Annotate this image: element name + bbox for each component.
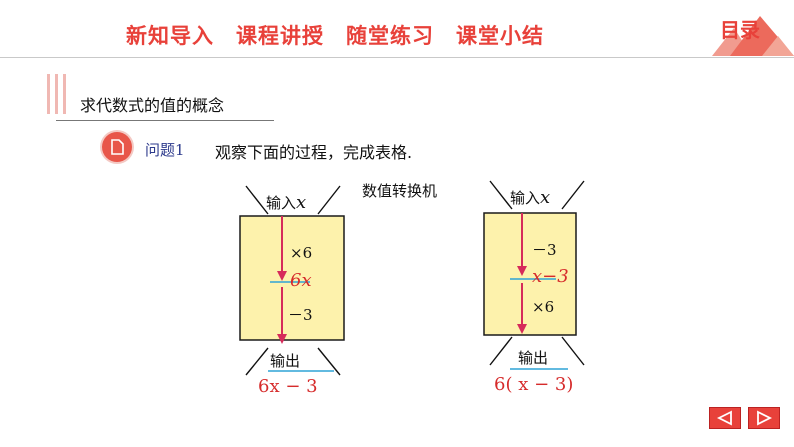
machine-left-input: 输入x: [266, 192, 307, 213]
machine-right-frame: [483, 180, 585, 370]
machine-right-input: 输入x: [510, 187, 551, 208]
toc-label: 目录: [720, 18, 760, 42]
machine-left-frame: [239, 185, 345, 376]
question-text: 观察下面的过程，完成表格.: [215, 143, 413, 162]
toc-button[interactable]: 目录: [712, 6, 794, 56]
machine-right-op2: ×6: [532, 298, 555, 316]
machine-left-output: 输出: [270, 352, 301, 370]
header-nav: 新知导入 课程讲授 随堂练习 课堂小结: [126, 20, 544, 50]
machine-right: 输入x －3 x−3 ×6 输出 6( x − 3): [482, 175, 592, 400]
machine-left-op2: －3: [288, 306, 313, 324]
section-underline: [56, 120, 274, 121]
machine-right-op1: －3: [532, 241, 557, 259]
nav-item-summary[interactable]: 课堂小结: [456, 24, 544, 48]
mountain-icon: [712, 16, 794, 56]
nav-item-lecture[interactable]: 课程讲授: [236, 24, 324, 48]
section-title: 求代数式的值的概念: [80, 96, 225, 115]
section-marker: [47, 74, 69, 114]
machine-right-output: 输出: [518, 349, 549, 367]
document-icon: [102, 132, 132, 162]
machine-left-result: 6x − 3: [258, 376, 318, 397]
machine-left-op1: ×6: [290, 244, 313, 262]
machine-label: 数值转换机: [362, 182, 438, 200]
next-page-button[interactable]: [748, 407, 780, 429]
question-label: 问题1: [145, 141, 185, 159]
machine-left: 输入x ×6 6x －3 输出 6x − 3: [238, 180, 348, 397]
machine-right-mid: x−3: [532, 266, 569, 287]
triangle-right-icon: [757, 410, 773, 426]
machine-left-mid: 6x: [290, 270, 312, 291]
prev-page-button[interactable]: [709, 407, 741, 429]
nav-item-intro[interactable]: 新知导入: [126, 24, 214, 48]
header-divider: [0, 57, 794, 58]
nav-item-practice[interactable]: 随堂练习: [346, 24, 434, 48]
triangle-left-icon: [716, 410, 732, 426]
machine-right-result: 6( x − 3): [494, 374, 574, 395]
